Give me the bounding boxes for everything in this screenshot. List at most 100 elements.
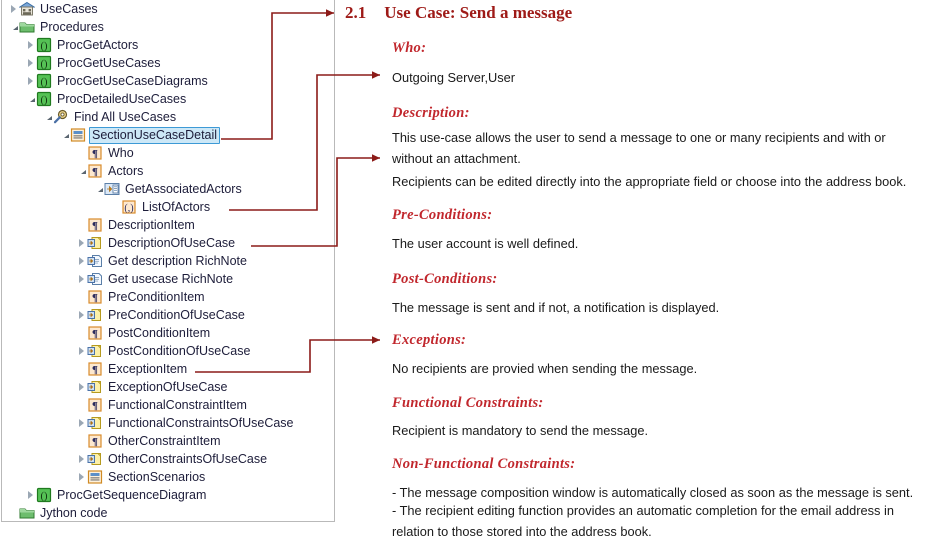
tree-item-procgetactors[interactable]: ()ProcGetActors — [2, 36, 334, 54]
tree-item-postconditionitem[interactable]: ¶PostConditionItem — [2, 324, 334, 342]
twisty-collapsed-icon[interactable] — [76, 306, 87, 324]
tree-item-exceptionofusecase[interactable]: ExceptionOfUseCase — [2, 378, 334, 396]
svg-text:¶: ¶ — [92, 292, 98, 304]
twisty-collapsed-icon[interactable] — [76, 342, 87, 360]
richnote-icon — [87, 253, 103, 269]
tree-item-descriptionitem[interactable]: ¶DescriptionItem — [2, 216, 334, 234]
tree-item-label: ExceptionOfUseCase — [108, 380, 228, 394]
tree-item-usecases[interactable]: UseCases — [2, 0, 334, 18]
tree-item-who[interactable]: ¶Who — [2, 144, 334, 162]
svg-text:(): () — [41, 59, 48, 70]
tree-item-otherconstraintitem[interactable]: ¶ OtherConstraintItem — [2, 432, 334, 450]
twisty-expanded-icon[interactable] — [25, 90, 36, 108]
pilcrow-icon: ¶ — [87, 325, 103, 341]
svg-text:¶: ¶ — [92, 436, 98, 448]
twisty-collapsed-icon[interactable] — [76, 252, 87, 270]
tree-item-sectionusecasedetail[interactable]: SectionUseCaseDetail — [2, 126, 334, 144]
tree-item-otherconstraintsofusecase[interactable]: OtherConstraintsOfUseCase — [2, 450, 334, 468]
twisty-expanded-icon[interactable] — [93, 180, 104, 198]
tree-item-functionalconstraintsofusecase[interactable]: FunctionalConstraintsOfUseCase — [2, 414, 334, 432]
twisty-spacer — [76, 288, 87, 306]
section-body-line: Recipient is mandatory to send the messa… — [392, 423, 649, 438]
tree-item-sectionscenarios[interactable]: SectionScenarios — [2, 468, 334, 486]
twisty-collapsed-icon[interactable] — [76, 378, 87, 396]
tree-item-procgetusecases[interactable]: ()ProcGetUseCases — [2, 54, 334, 72]
svg-text:¶: ¶ — [92, 400, 98, 412]
twisty-collapsed-icon[interactable] — [25, 36, 36, 54]
tree-item-getassociatedactors[interactable]: GetAssociatedActors — [2, 180, 334, 198]
note-icon — [87, 307, 103, 323]
section-body-line: relation to those stored into the addres… — [392, 524, 652, 539]
tree-item-preconditionitem[interactable]: ¶ PreConditionItem — [2, 288, 334, 306]
tree-item-procgetsequencediagram[interactable]: ()ProcGetSequenceDiagram — [2, 486, 334, 504]
twisty-spacer — [76, 432, 87, 450]
tree-item-get-description-richnote[interactable]: Get description RichNote — [2, 252, 334, 270]
tree-item-postconditionofusecase[interactable]: PostConditionOfUseCase — [2, 342, 334, 360]
tree-item-label: SectionUseCaseDetail — [89, 126, 221, 144]
twisty-spacer — [110, 198, 121, 216]
procedure-icon: () — [36, 91, 52, 107]
tree-item-label: PreConditionItem — [108, 290, 205, 304]
pilcrow-icon: ¶ — [87, 397, 103, 413]
section-icon — [87, 469, 103, 485]
tree-item-functionalconstraintitem[interactable]: ¶FunctionalConstraintItem — [2, 396, 334, 414]
tree-item-label: SectionScenarios — [108, 470, 206, 484]
section-body-line: No recipients are provied when sending t… — [392, 361, 698, 376]
tree-item-get-usecase-richnote[interactable]: Get usecase RichNote — [2, 270, 334, 288]
svg-text:(,): (,) — [124, 203, 133, 214]
section-body-line: - The recipient editing function provide… — [392, 503, 894, 518]
twisty-collapsed-icon[interactable] — [25, 54, 36, 72]
pilcrow-icon: ¶ — [87, 289, 103, 305]
twisty-collapsed-icon[interactable] — [76, 414, 87, 432]
twisty-collapsed-icon[interactable] — [76, 450, 87, 468]
tree-item-label: PostConditionOfUseCase — [108, 344, 251, 358]
twisty-spacer — [76, 396, 87, 414]
tree-item-actors[interactable]: ¶Actors — [2, 162, 334, 180]
tree-item-procdetailedusecases[interactable]: () ProcDetailedUseCases — [2, 90, 334, 108]
twisty-collapsed-icon[interactable] — [76, 234, 87, 252]
tree-item-procedures[interactable]: Procedures — [2, 18, 334, 36]
tree-item-find-all-usecases[interactable]: Find All UseCases — [2, 108, 334, 126]
tree-item-listofactors[interactable]: (,)ListOfActors — [2, 198, 334, 216]
section-heading: Who: — [392, 40, 427, 56]
tree-item-label: GetAssociatedActors — [125, 182, 242, 196]
twisty-expanded-icon[interactable] — [8, 18, 19, 36]
section-body-line: Outgoing Server,User — [392, 70, 516, 85]
tree-item-label: UseCases — [40, 2, 98, 16]
tree-item-descriptionofusecase[interactable]: DescriptionOfUseCase — [2, 234, 334, 252]
twisty-expanded-icon[interactable] — [76, 162, 87, 180]
section-heading: Post-Conditions: — [392, 271, 498, 287]
twisty-expanded-icon[interactable] — [59, 126, 70, 144]
tree-item-label: ProcDetailedUseCases — [57, 92, 187, 106]
tree-item-label: ProcGetActors — [57, 38, 139, 52]
tree-item-jython-code[interactable]: Jython code — [2, 504, 334, 521]
twisty-collapsed-icon[interactable] — [8, 0, 19, 18]
list-icon: (,) — [121, 199, 137, 215]
section-body-line: The message is sent and if not, a notifi… — [392, 300, 720, 315]
twisty-collapsed-icon[interactable] — [76, 270, 87, 288]
section-body-line: Recipients can be edited directly into t… — [392, 174, 907, 189]
tree-item-preconditionofusecase[interactable]: PreConditionOfUseCase — [2, 306, 334, 324]
pilcrow-icon: ¶ — [87, 163, 103, 179]
tree-item-label: OtherConstraintItem — [108, 434, 221, 448]
svg-text:¶: ¶ — [92, 166, 98, 178]
svg-text:(): () — [41, 77, 48, 88]
svg-text:(): () — [41, 95, 48, 106]
twisty-collapsed-icon[interactable] — [76, 468, 87, 486]
tree-item-procgetusecasediagrams[interactable]: ()ProcGetUseCaseDiagrams — [2, 72, 334, 90]
twisty-collapsed-icon[interactable] — [25, 72, 36, 90]
twisty-expanded-icon[interactable] — [42, 108, 53, 126]
procedure-icon: () — [36, 55, 52, 71]
tree-item-label: ExceptionItem — [108, 362, 188, 376]
twisty-spacer — [76, 324, 87, 342]
procedure-icon: () — [36, 487, 52, 503]
svg-text:¶: ¶ — [92, 220, 98, 232]
section-body-line: - The message composition window is auto… — [392, 485, 914, 500]
tree-item-exceptionitem[interactable]: ¶ExceptionItem — [2, 360, 334, 378]
note-icon — [87, 379, 103, 395]
section-body-line: This use-case allows the user to send a … — [392, 130, 886, 145]
note-icon — [87, 235, 103, 251]
twisty-collapsed-icon[interactable] — [25, 486, 36, 504]
